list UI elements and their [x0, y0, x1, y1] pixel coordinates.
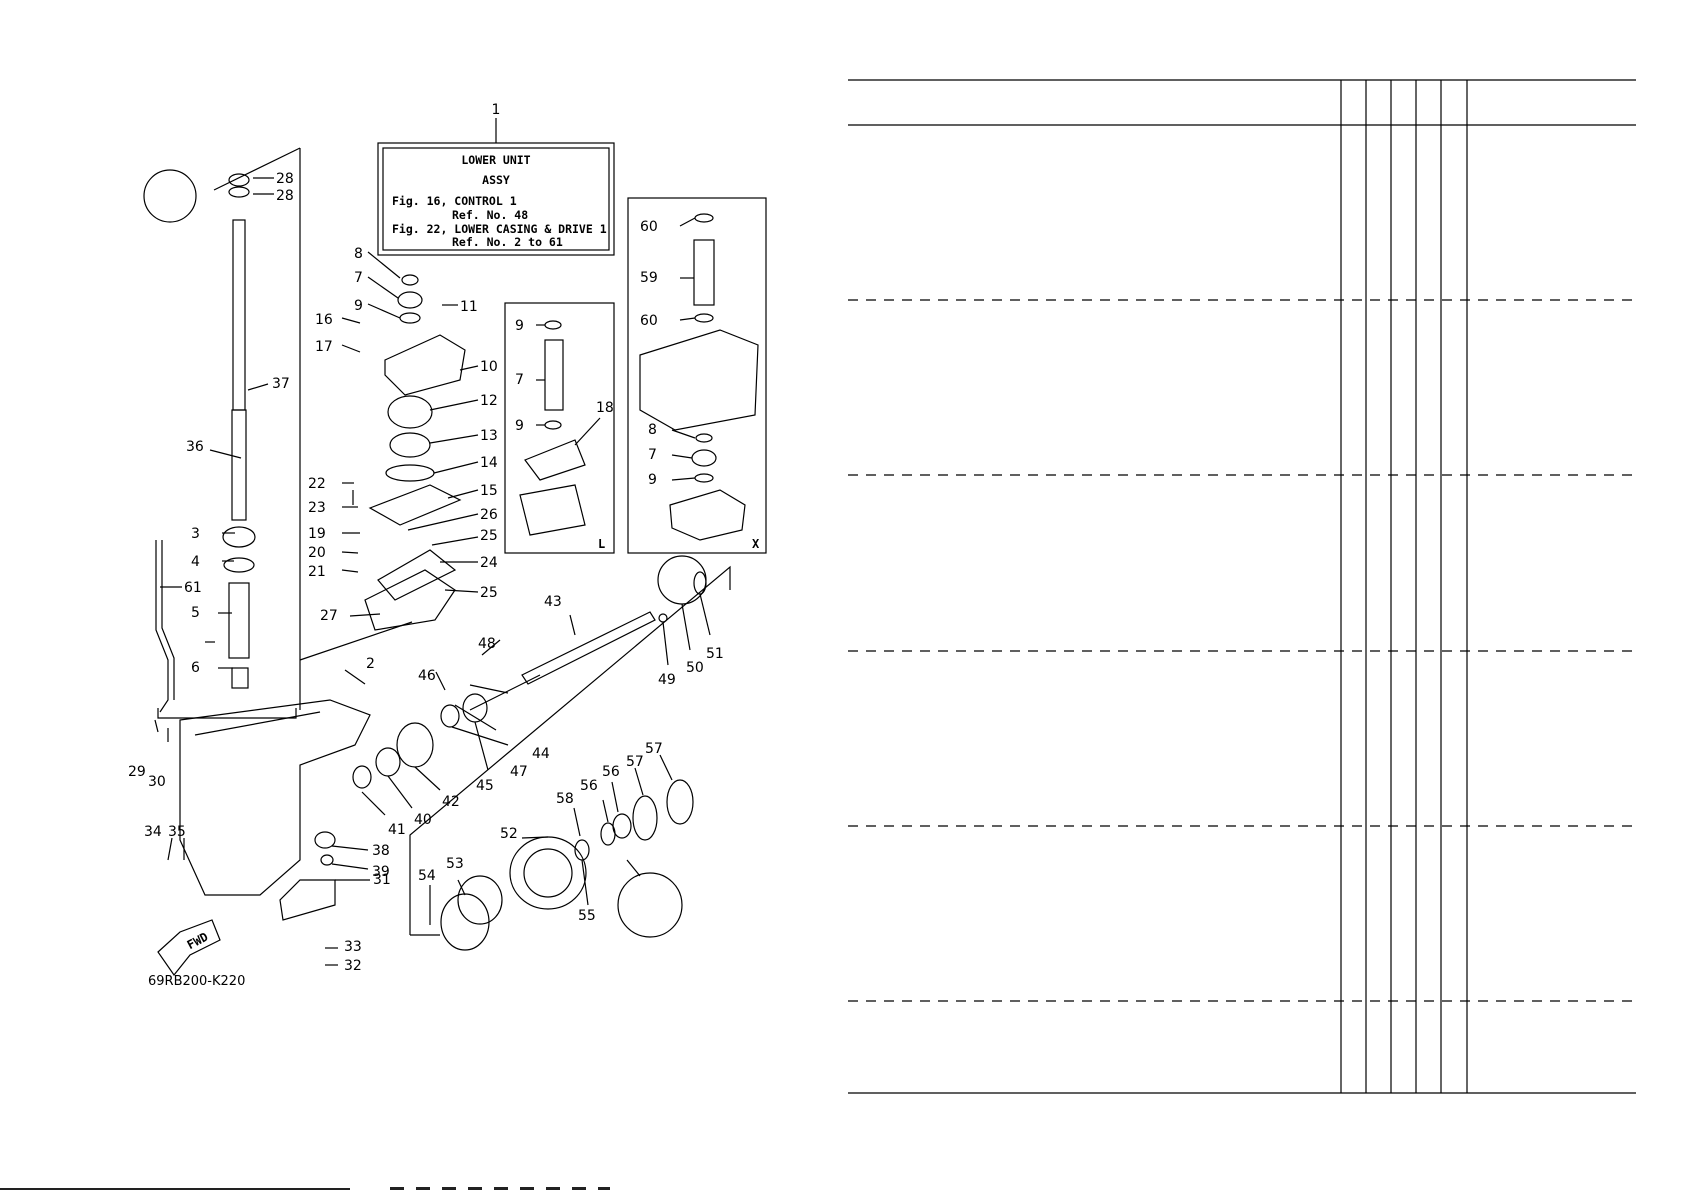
callout-8: 8: [354, 246, 363, 262]
callout-41: 41: [388, 822, 406, 838]
callout-2: 2: [366, 656, 375, 672]
callout-23: 23: [308, 500, 326, 516]
label-box-line-1: LOWER UNIT: [461, 153, 530, 167]
callout-29: 29: [128, 764, 146, 780]
callout-48: 48: [478, 636, 496, 652]
inset-l-frame: [504, 302, 615, 554]
callout-58: 58: [556, 791, 574, 807]
callout-60b: 60: [640, 313, 658, 329]
callout-9: 9: [354, 298, 363, 314]
callout-18: 18: [596, 400, 614, 416]
callout-14: 14: [480, 455, 498, 471]
callout-38: 38: [372, 843, 390, 859]
callout-46: 46: [418, 668, 436, 684]
callout-37: 37: [272, 376, 290, 392]
bottom-edge-rule: [0, 1188, 350, 1190]
callout-34: 34: [144, 824, 162, 840]
callout-55: 55: [578, 908, 596, 924]
callout-10: 10: [480, 359, 498, 375]
callout-39: 39: [372, 864, 390, 880]
callout-47: 47: [510, 764, 528, 780]
callout-22: 22: [308, 476, 326, 492]
label-box-line-6: Ref. No. 2 to 61: [452, 235, 563, 249]
callout-x-8: 8: [648, 422, 657, 438]
callout-28a: 28: [276, 171, 294, 187]
callout-x-9: 9: [648, 472, 657, 488]
callout-15: 15: [480, 483, 498, 499]
callout-30: 30: [148, 774, 166, 790]
callout-49: 49: [658, 672, 676, 688]
callout-40: 40: [414, 812, 432, 828]
callout-51: 51: [706, 646, 724, 662]
callout-42: 42: [442, 794, 460, 810]
callout-6: 6: [191, 660, 200, 676]
callout-36: 36: [186, 439, 204, 455]
callout-25a: 25: [480, 528, 498, 544]
bottom-edge-marks: [390, 1187, 610, 1190]
callout-32: 32: [344, 958, 362, 974]
callout-43: 43: [544, 594, 562, 610]
callout-60a: 60: [640, 219, 658, 235]
label-box-ref: 1: [492, 102, 501, 118]
callout-7: 7: [354, 270, 363, 286]
callout-56a: 56: [580, 778, 598, 794]
label-box-line-3: Fig. 16, CONTROL 1: [392, 194, 517, 208]
fwd-label: FWD: [185, 930, 211, 953]
callout-56b: 56: [602, 764, 620, 780]
callout-l-7: 7: [515, 372, 524, 388]
callout-44: 44: [532, 746, 550, 762]
callout-31: 31: [373, 872, 391, 888]
callout-25b: 25: [480, 585, 498, 601]
callout-labels: 2 3 4 5 6 7 8 9 10 11 12 13 14 15 16 17 …: [128, 171, 724, 974]
callout-5: 5: [191, 605, 200, 621]
callout-57b: 57: [645, 741, 663, 757]
callout-57a: 57: [626, 754, 644, 770]
label-box-line-5: Fig. 22, LOWER CASING & DRIVE 1: [392, 222, 607, 236]
callout-11: 11: [460, 299, 478, 315]
callout-26: 26: [480, 507, 498, 523]
callout-61: 61: [184, 580, 202, 596]
callout-13: 13: [480, 428, 498, 444]
callout-52: 52: [500, 826, 518, 842]
callout-x-7: 7: [648, 447, 657, 463]
callout-21: 21: [308, 564, 326, 580]
callout-12: 12: [480, 393, 498, 409]
drawing-code: 69RB200-K220: [148, 974, 245, 989]
callout-24: 24: [480, 555, 498, 571]
callout-17: 17: [315, 339, 333, 355]
label-box-line-2: ASSY: [482, 173, 510, 187]
callout-54: 54: [418, 868, 436, 884]
callout-l-9a: 9: [515, 318, 524, 334]
inset-x-tag: X: [752, 537, 760, 551]
callout-4: 4: [191, 554, 200, 570]
callout-27: 27: [320, 608, 338, 624]
callout-16: 16: [315, 312, 333, 328]
callout-28b: 28: [276, 188, 294, 204]
label-box-line-4: Ref. No. 48: [452, 208, 528, 222]
callout-45: 45: [476, 778, 494, 794]
callout-33: 33: [344, 939, 362, 955]
callout-35: 35: [168, 824, 186, 840]
inset-l-tag: L: [598, 537, 605, 551]
callout-53: 53: [446, 856, 464, 872]
callout-59: 59: [640, 270, 658, 286]
callout-19: 19: [308, 526, 326, 542]
inset-x-frame: [627, 197, 767, 554]
exploded-parts-diagram: 1 LOWER UNIT ASSY Fig. 16, CONTROL 1 Ref…: [128, 102, 767, 989]
callout-l-9b: 9: [515, 418, 524, 434]
callout-50: 50: [686, 660, 704, 676]
callout-3: 3: [191, 526, 200, 542]
callout-20: 20: [308, 545, 326, 561]
